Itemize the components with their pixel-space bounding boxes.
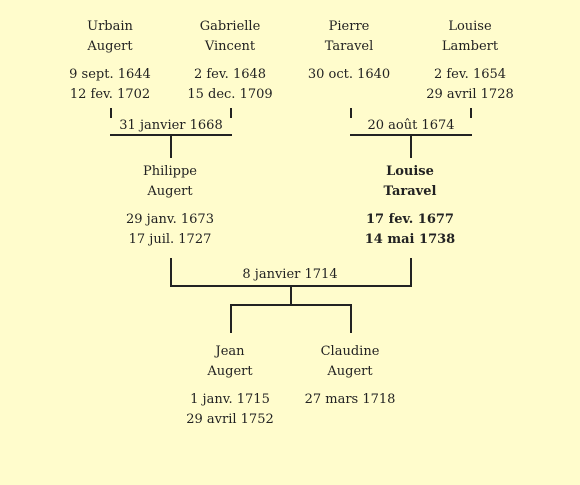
marriage-date-parents: 8 janvier 1714	[220, 267, 360, 283]
person-birth-date: 9 sept. 1644	[69, 67, 151, 82]
person-death-date: 17 juil. 1727	[128, 232, 212, 247]
person-last-name: Augert	[327, 364, 373, 379]
person-death-date: 15 dec. 1709	[187, 87, 273, 102]
person-last-name: Vincent	[204, 39, 256, 54]
person-last-name: Augert	[87, 39, 133, 54]
person-last-name: Augert	[147, 184, 193, 199]
person-first-name: Jean	[215, 344, 245, 359]
person-jean-augert: Jean Augert 1 janv. 1715 29 avril 1752	[160, 342, 300, 430]
person-birth-date: 2 fev. 1654	[433, 67, 507, 82]
person-birth-date: 2 fev. 1648	[193, 67, 267, 82]
person-death-date: 14 mai 1738	[364, 232, 456, 247]
person-last-name: Augert	[207, 364, 253, 379]
marriage-date-maternal: 20 août 1674	[341, 118, 481, 134]
person-birth-date: 1 janv. 1715	[190, 392, 270, 407]
person-first-name: Louise	[386, 164, 434, 179]
person-claudine-augert: Claudine Augert 27 mars 1718	[280, 342, 420, 410]
person-last-name: Taravel	[324, 39, 374, 54]
person-louise-lambert: Louise Lambert 2 fev. 1654 29 avril 1728	[400, 17, 540, 105]
person-first-name: Louise	[448, 19, 492, 34]
person-first-name: Pierre	[328, 19, 370, 34]
person-birth-date: 27 mars 1718	[304, 392, 396, 407]
person-first-name: Philippe	[143, 164, 197, 179]
person-last-name: Taravel	[383, 184, 437, 199]
person-death-date: 12 fev. 1702	[69, 87, 151, 102]
person-urbain-augert: Urbain Augert 9 sept. 1644 12 fev. 1702	[40, 17, 180, 105]
person-philippe-augert: Philippe Augert 29 janv. 1673 17 juil. 1…	[100, 162, 240, 250]
person-first-name: Gabrielle	[199, 19, 261, 34]
marriage-date-paternal: 31 janvier 1668	[101, 118, 241, 134]
person-birth-date: 30 oct. 1640	[307, 67, 391, 82]
children-bracket	[230, 304, 352, 333]
person-last-name: Lambert	[441, 39, 499, 54]
person-louise-taravel: Louise Taravel 17 fev. 1677 14 mai 1738	[340, 162, 480, 250]
person-pierre-taravel: Pierre Taravel 30 oct. 1640	[279, 17, 419, 85]
person-first-name: Claudine	[320, 344, 380, 359]
person-birth-date: 17 fev. 1677	[366, 212, 454, 227]
person-gabrielle-vincent: Gabrielle Vincent 2 fev. 1648 15 dec. 17…	[160, 17, 300, 105]
person-birth-date: 29 janv. 1673	[126, 212, 214, 227]
person-first-name: Urbain	[87, 19, 133, 34]
person-death-date: 29 avril 1752	[186, 412, 274, 427]
person-death-date: 29 avril 1728	[426, 87, 514, 102]
